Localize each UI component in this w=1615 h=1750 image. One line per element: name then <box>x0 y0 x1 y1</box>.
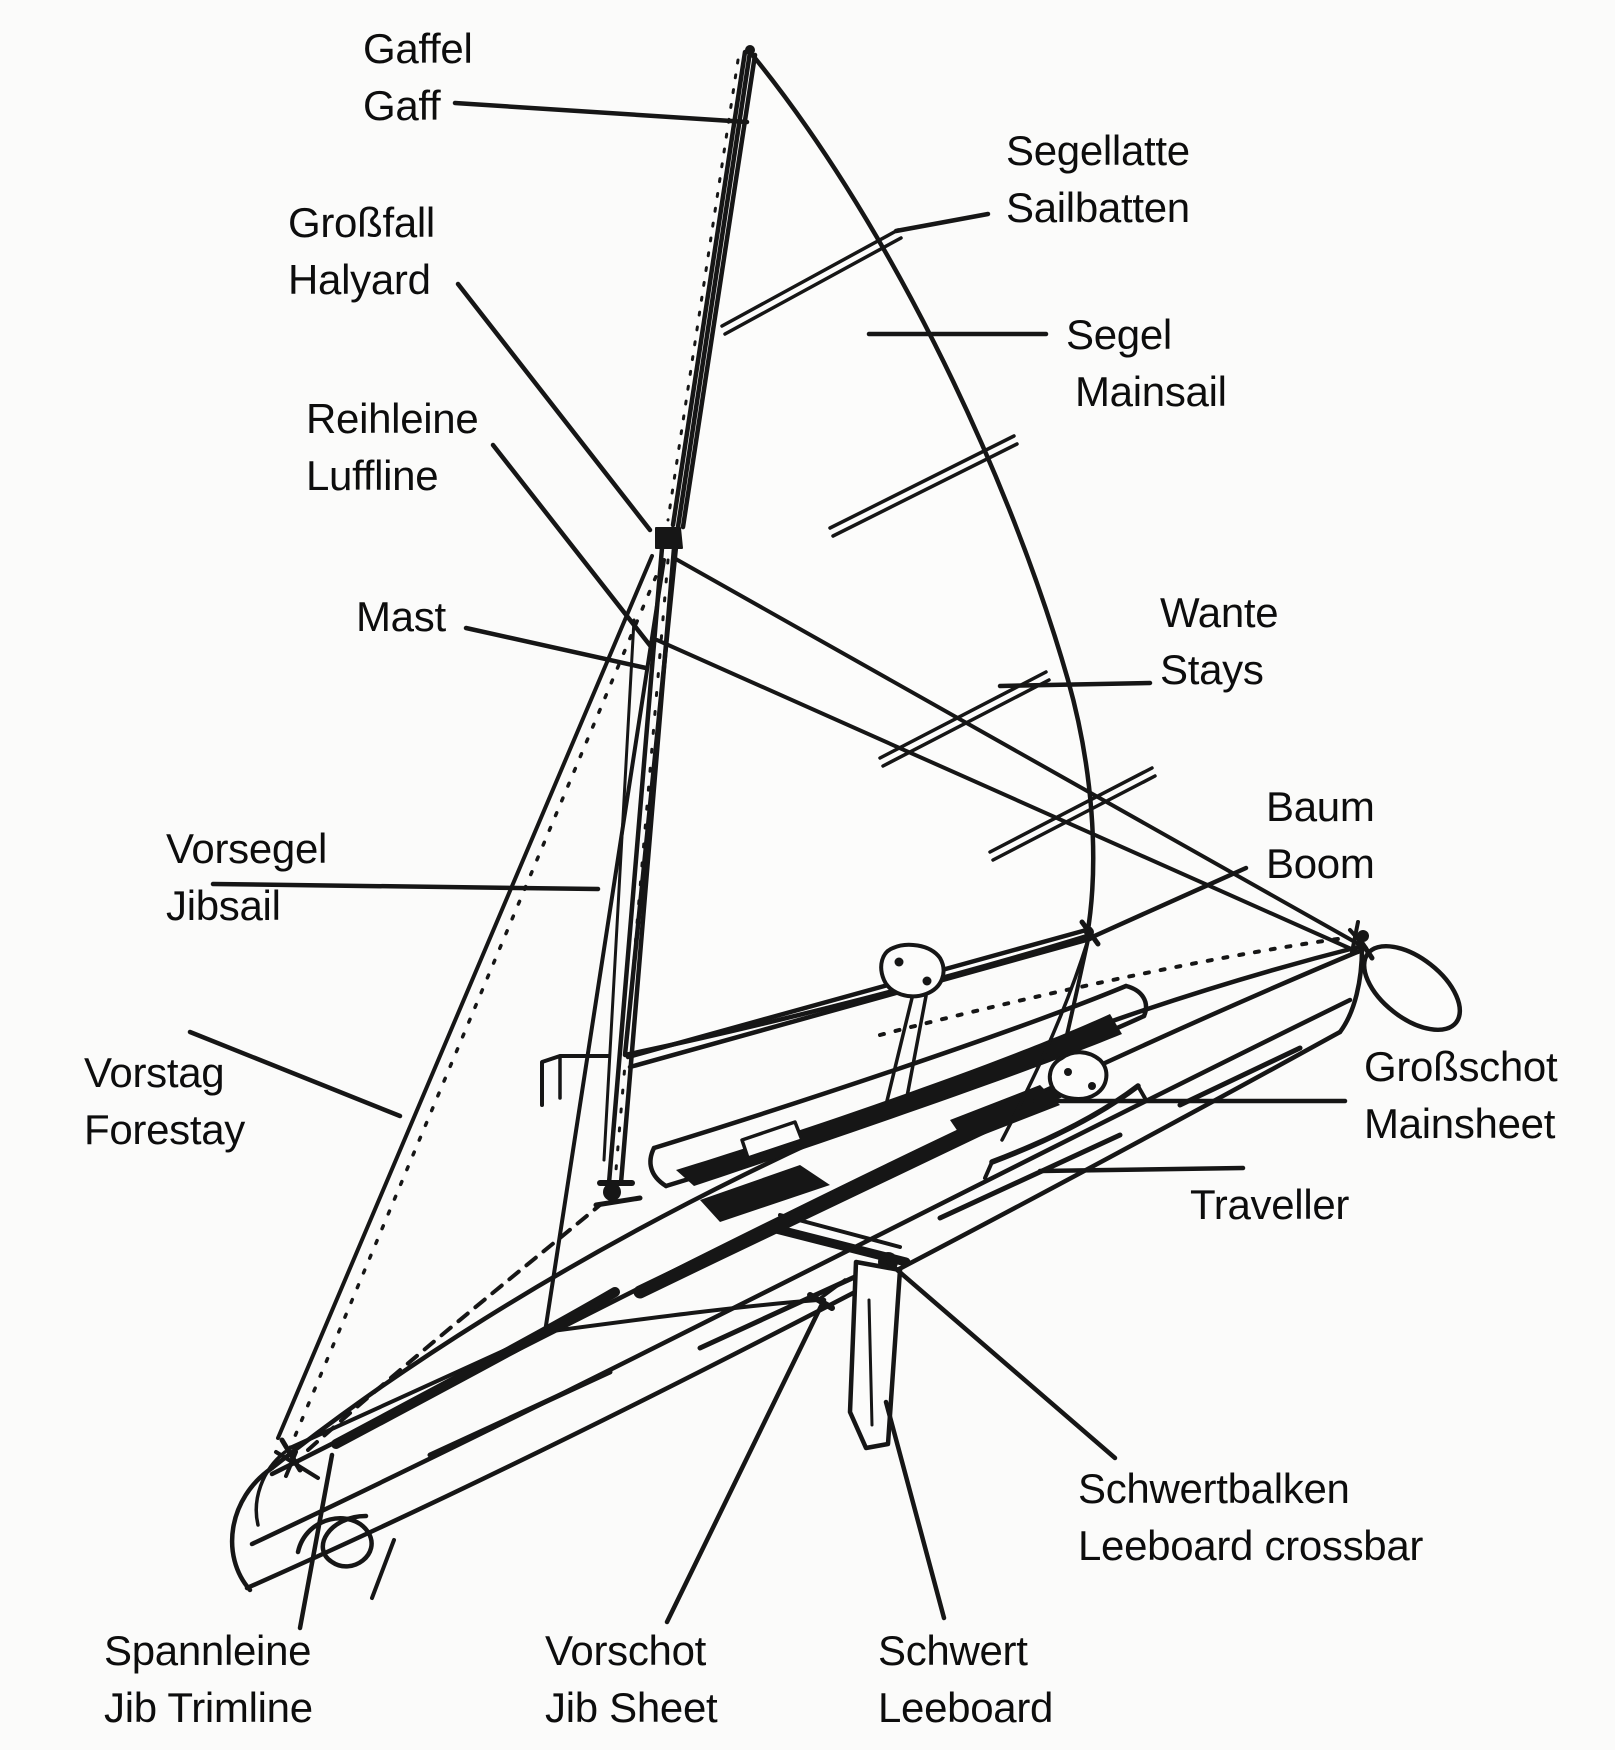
label-gaff-en: Gaff <box>363 82 441 129</box>
label-leeboard-crossbar-de: Schwertbalken <box>1078 1465 1350 1512</box>
label-mainsail: Segel Mainsail <box>1066 306 1227 420</box>
label-halyard-en: Halyard <box>288 256 431 303</box>
label-mainsheet-de: Großschot <box>1364 1043 1558 1090</box>
leader-forestay <box>187 1029 403 1119</box>
label-leeboard: Schwert Leeboard <box>878 1622 1053 1736</box>
traveller-bar <box>983 1083 1148 1180</box>
jib-sheet-line <box>543 1298 820 1334</box>
mast-spar <box>593 527 683 1208</box>
forestay-line <box>276 554 654 1440</box>
label-jib-trimline-en: Jib Trimline <box>104 1684 313 1731</box>
label-jib-trimline-de: Spannleine <box>104 1627 312 1674</box>
leader-leeboard <box>883 1399 947 1621</box>
leader-lines <box>187 100 1348 1631</box>
label-forestay-en: Forestay <box>84 1106 245 1153</box>
label-jibsail-en: Jibsail <box>166 882 281 929</box>
leader-halyard <box>455 281 653 533</box>
boom-spar <box>625 919 1101 1070</box>
label-jib-trimline: Spannleine Jib Trimline <box>104 1622 313 1736</box>
label-mainsail-de: Segel <box>1066 311 1172 358</box>
label-luffline: Reihleine Luffline <box>306 390 479 504</box>
label-jib-sheet-en: Jib Sheet <box>545 1684 718 1731</box>
label-jib-sheet-de: Vorschot <box>545 1627 707 1674</box>
label-gaff: Gaffel Gaff <box>363 20 473 134</box>
label-boom-de: Baum <box>1266 783 1375 830</box>
jib-leech <box>543 558 666 1334</box>
label-halyard: Großfall Halyard <box>288 194 435 308</box>
label-sailbatten: Segellatte Sailbatten <box>1006 122 1190 236</box>
leader-boom <box>1087 865 1249 941</box>
halyard-line <box>602 618 636 1162</box>
bow-curve <box>229 1465 275 1593</box>
label-traveller: Traveller <box>1190 1176 1349 1233</box>
jib-luff-dotted <box>288 560 664 1450</box>
mainsheet-tackle <box>879 938 1109 1142</box>
label-jibsail: Vorsegel Jibsail <box>166 820 327 934</box>
leader-luffline <box>490 442 655 651</box>
label-forestay: Vorstag Forestay <box>84 1044 245 1158</box>
label-jib-sheet: Vorschot Jib Sheet <box>545 1622 718 1736</box>
label-leeboard-crossbar: Schwertbalken Leeboard crossbar <box>1078 1460 1423 1574</box>
label-stays-en: Stays <box>1160 646 1264 693</box>
label-boom-en: Boom <box>1266 840 1375 887</box>
leader-jibsail <box>210 881 601 892</box>
label-jibsail-de: Vorsegel <box>166 825 328 872</box>
gaff-spar <box>666 45 758 530</box>
label-forestay-de: Vorstag <box>84 1049 225 1096</box>
label-sailbatten-de: Segellatte <box>1006 127 1190 174</box>
label-mainsheet-en: Mainsheet <box>1364 1100 1556 1147</box>
leader-traveller <box>1037 1165 1246 1174</box>
label-luffline-en: Luffline <box>306 452 439 499</box>
sail-battens <box>720 228 1157 862</box>
leader-jib-sheet <box>664 1297 827 1625</box>
label-mainsheet: Großschot Mainsheet <box>1364 1038 1558 1152</box>
stern-paddle <box>1348 928 1463 1033</box>
hull-keel <box>244 1029 1343 1591</box>
label-gaff-de: Gaffel <box>363 25 473 72</box>
stays-lines <box>655 556 1364 954</box>
label-boom: Baum Boom <box>1266 778 1375 892</box>
leader-gaff <box>452 100 750 125</box>
label-halyard-de: Großfall <box>288 199 435 246</box>
leader-sailbatten <box>893 211 991 234</box>
hull-chine <box>249 997 1353 1547</box>
label-mast-de: Mast <box>356 593 446 640</box>
cockpit <box>648 983 1149 1222</box>
label-mainsail-en: Mainsail <box>1075 368 1227 415</box>
label-traveller-de: Traveller <box>1190 1181 1350 1228</box>
leader-mast <box>463 625 649 671</box>
stern-curve <box>1337 945 1365 1035</box>
hull <box>229 920 1365 1600</box>
label-leeboard-de: Schwert <box>878 1627 1028 1674</box>
leader-leeboard-crossbar <box>885 1259 1118 1461</box>
mainsail-shape <box>622 49 1157 1058</box>
leader-stays <box>997 680 1153 689</box>
label-luffline-de: Reihleine <box>306 395 479 442</box>
label-sailbatten-en: Sailbatten <box>1006 184 1190 231</box>
label-stays-de: Wante <box>1160 589 1279 636</box>
label-stays: Wante Stays <box>1160 584 1279 698</box>
leader-jib-trimline <box>297 1452 335 1631</box>
label-leeboard-en: Leeboard <box>878 1684 1054 1731</box>
label-mast: Mast <box>356 588 446 645</box>
bow-rope-coil <box>295 1513 374 1569</box>
label-leeboard-crossbar-en: Leeboard crossbar <box>1078 1522 1424 1569</box>
